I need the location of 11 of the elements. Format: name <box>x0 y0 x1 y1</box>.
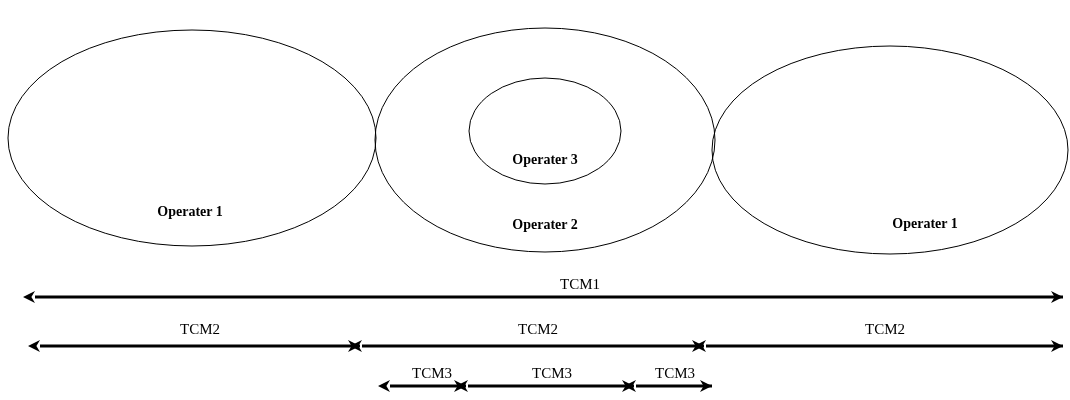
dimension-label: TCM1 <box>560 275 600 293</box>
node-label: Operater 3 <box>512 152 578 168</box>
dimension-label: TCM2 <box>865 320 905 338</box>
node-label: Operater 1 <box>157 204 223 220</box>
dimension-label: TCM2 <box>518 320 558 338</box>
node-label: Operater 1 <box>892 216 958 232</box>
dimension-label: TCM3 <box>532 364 572 382</box>
dimension-label: TCM3 <box>412 364 452 382</box>
dimension-label: TCM2 <box>180 320 220 338</box>
node-label: Operater 2 <box>512 217 578 233</box>
dimension-label: TCM3 <box>655 364 695 382</box>
